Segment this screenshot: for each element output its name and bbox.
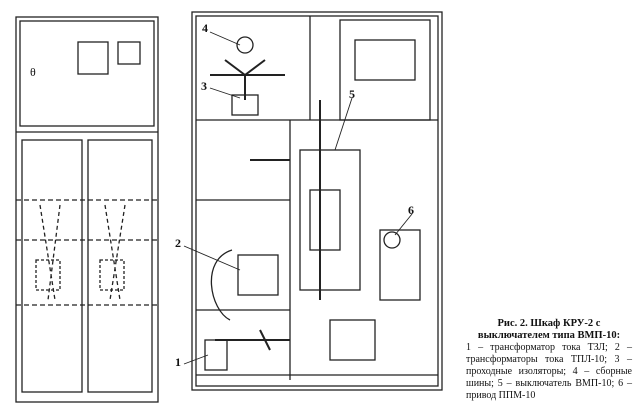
caption-legend: 1 – трансформатор тока ТЗЛ; 2 – трансфор… [466, 342, 632, 401]
figure-caption: Рис. 2. Шкаф КРУ-2 с выключателем типа В… [466, 318, 632, 402]
front-view [15, 16, 159, 403]
callout-leaders [183, 31, 413, 365]
callout-1: 1 [175, 355, 181, 369]
callout-5: 5 [349, 87, 355, 101]
caption-title: Рис. 2. Шкаф КРУ-2 с выключателем типа В… [477, 318, 621, 341]
callout-6: 6 [408, 203, 414, 217]
callout-4: 4 [202, 21, 208, 35]
section-view [191, 11, 443, 391]
front-symbol: θ [30, 65, 36, 79]
callout-3: 3 [201, 79, 207, 93]
callout-2: 2 [175, 236, 181, 250]
